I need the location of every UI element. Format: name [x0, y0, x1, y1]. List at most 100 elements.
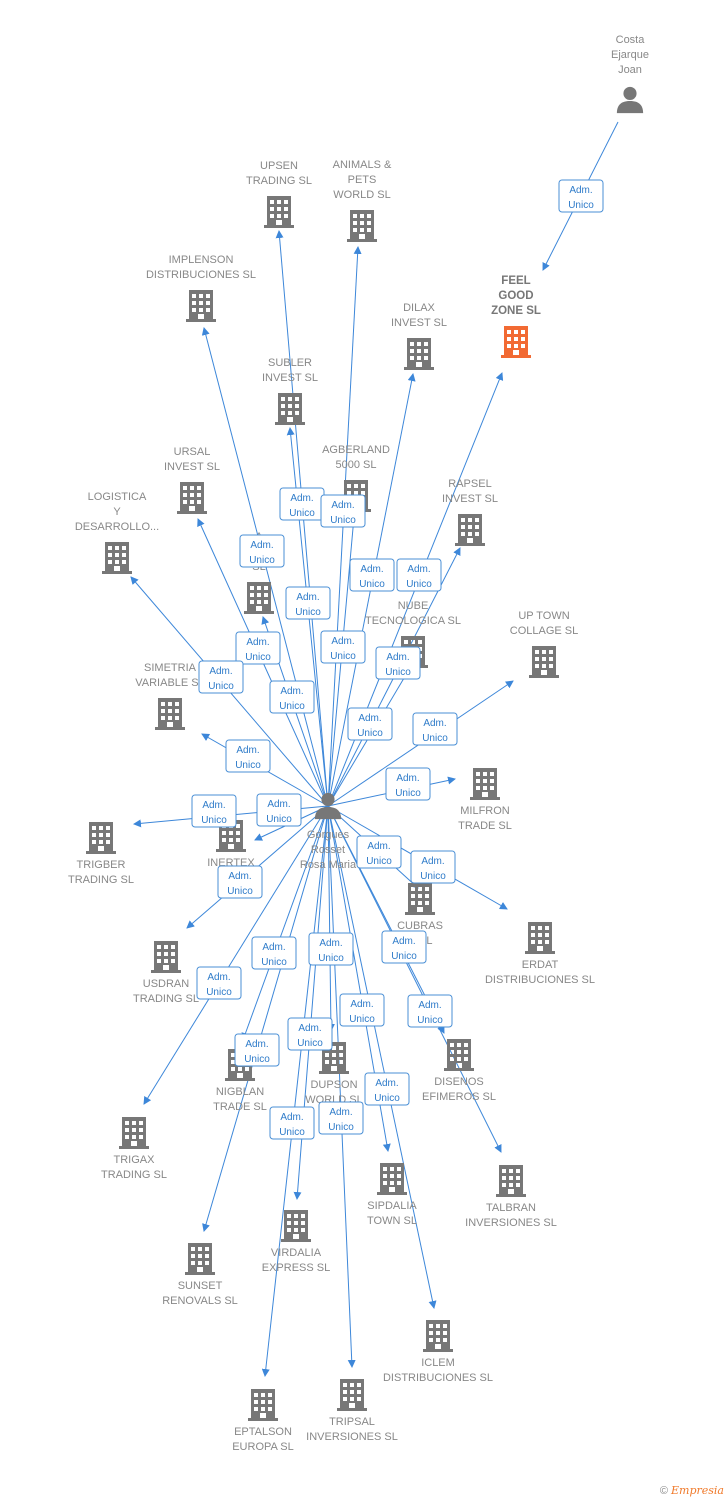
role-badge-text: Unico — [420, 871, 446, 882]
role-badge[interactable]: Adm.Unico — [407, 994, 453, 1028]
node-label-line: TRIGAX — [114, 1154, 156, 1166]
role-badge[interactable]: Adm.Unico — [381, 930, 427, 964]
role-badge[interactable]: Adm.Unico — [364, 1072, 410, 1106]
role-badge[interactable]: Adm.Unico — [558, 179, 604, 213]
node-label-line: SUBLER — [268, 357, 312, 369]
role-badge[interactable]: Adm.Unico — [339, 993, 385, 1027]
role-badge-text: Adm. — [319, 938, 342, 949]
node-label-line: TRADE SL — [213, 1101, 267, 1113]
building-icon — [264, 196, 294, 228]
role-badge-text: Adm. — [375, 1078, 398, 1089]
building-icon — [455, 514, 485, 546]
role-badge-text: Unico — [201, 815, 227, 826]
building-icon — [155, 698, 185, 730]
role-badge[interactable]: Adm.Unico — [320, 630, 366, 664]
role-badge-text: Adm. — [280, 1112, 303, 1123]
relation-edge — [327, 805, 437, 1309]
role-badge[interactable]: Adm.Unico — [225, 739, 271, 773]
role-badge-text: Adm. — [423, 718, 446, 729]
node-label-line: DISTRIBUCIONES SL — [485, 974, 595, 986]
role-badge[interactable]: Adm.Unico — [239, 534, 285, 568]
role-badge[interactable]: Adm.Unico — [375, 646, 421, 680]
role-badge[interactable]: Adm.Unico — [285, 586, 331, 620]
node-label-line: COLLAGE SL — [510, 625, 578, 637]
node-label-line: VIRDALIA — [271, 1247, 322, 1259]
role-badge-box — [285, 586, 331, 620]
node-label-line: TRADING SL — [101, 1169, 167, 1181]
node-label-line: NUBE — [398, 600, 429, 612]
role-badge-text: Unico — [385, 667, 411, 678]
role-badge[interactable]: Adm.Unico — [349, 558, 395, 592]
role-badge-box — [308, 932, 354, 966]
node-label-line: EPTALSON — [234, 1426, 292, 1438]
role-badge[interactable]: Adm.Unico — [196, 966, 242, 1000]
role-badge-text: Adm. — [245, 1039, 268, 1050]
role-badge[interactable]: Adm.Unico — [318, 1101, 364, 1135]
role-badge-text: Adm. — [298, 1023, 321, 1034]
role-badge[interactable]: Adm.Unico — [385, 767, 431, 801]
node-label-line: TRIGBER — [77, 859, 126, 871]
role-badge[interactable]: Adm.Unico — [234, 1033, 280, 1067]
node-label-line: TALBRAN — [486, 1202, 536, 1214]
role-badge[interactable]: Adm.Unico — [251, 936, 297, 970]
role-badge[interactable]: Adm.Unico — [412, 712, 458, 746]
node-label-line: UP TOWN — [518, 610, 569, 622]
building-icon — [377, 1163, 407, 1195]
node-label-line: TRIPSAL — [329, 1416, 375, 1428]
node-label-line: DUPSON — [310, 1079, 357, 1091]
role-badge[interactable]: Adm.Unico — [396, 558, 442, 592]
building-icon — [86, 822, 116, 854]
role-badge[interactable]: Adm.Unico — [347, 707, 393, 741]
role-badge[interactable]: Adm.Unico — [198, 660, 244, 694]
role-badge-box — [196, 966, 242, 1000]
role-badge[interactable]: Adm.Unico — [256, 793, 302, 827]
role-badge-text: Adm. — [392, 936, 415, 947]
role-badge[interactable]: Adm.Unico — [191, 794, 237, 828]
node-label-line: Rosa Maria — [300, 859, 357, 871]
role-badge[interactable]: Adm.Unico — [356, 835, 402, 869]
role-badge[interactable]: Adm.Unico — [235, 631, 281, 665]
company-node-trigax[interactable]: TRIGAX TRADING SL — [101, 1117, 167, 1181]
role-badge[interactable]: Adm.Unico — [269, 1106, 315, 1140]
node-label-line: CUBRAS — [397, 920, 443, 932]
role-badge[interactable]: Adm.Unico — [279, 487, 325, 521]
role-badge[interactable]: Adm.Unico — [269, 680, 315, 714]
role-badge[interactable]: Adm.Unico — [308, 932, 354, 966]
role-badge[interactable]: Adm.Unico — [320, 494, 366, 528]
role-badge-text: Unico — [266, 814, 292, 825]
company-node-uptown[interactable]: UP TOWN COLLAGE SL — [510, 610, 578, 678]
role-badge[interactable]: Adm.Unico — [217, 865, 263, 899]
company-node-logistica[interactable]: LOGISTICAYDESARROLLO... — [75, 491, 159, 574]
role-badge-text: Unico — [249, 555, 275, 566]
role-badge[interactable]: Adm.Unico — [287, 1017, 333, 1051]
empresia-credit[interactable]: © Empresia — [660, 1484, 724, 1497]
role-badge[interactable]: Adm.Unico — [410, 850, 456, 884]
